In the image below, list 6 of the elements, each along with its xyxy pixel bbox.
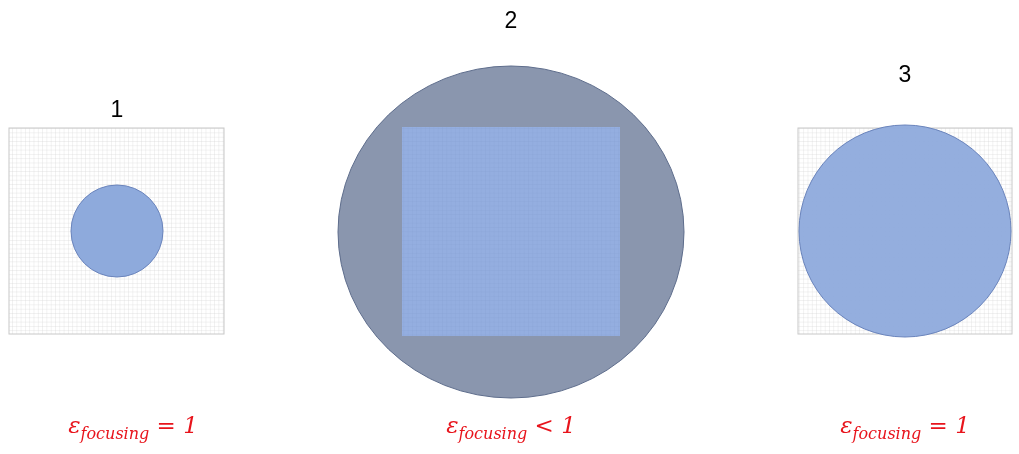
formula: ε$_{focusing}$ = 1	[68, 412, 198, 443]
panel-number: 1	[110, 96, 124, 123]
panel-number: 2	[504, 7, 518, 34]
formula: ε$_{focusing}$ < 1	[446, 412, 576, 443]
panel-number: 3	[898, 61, 912, 88]
formula: ε$_{focusing}$ = 1	[840, 412, 970, 443]
